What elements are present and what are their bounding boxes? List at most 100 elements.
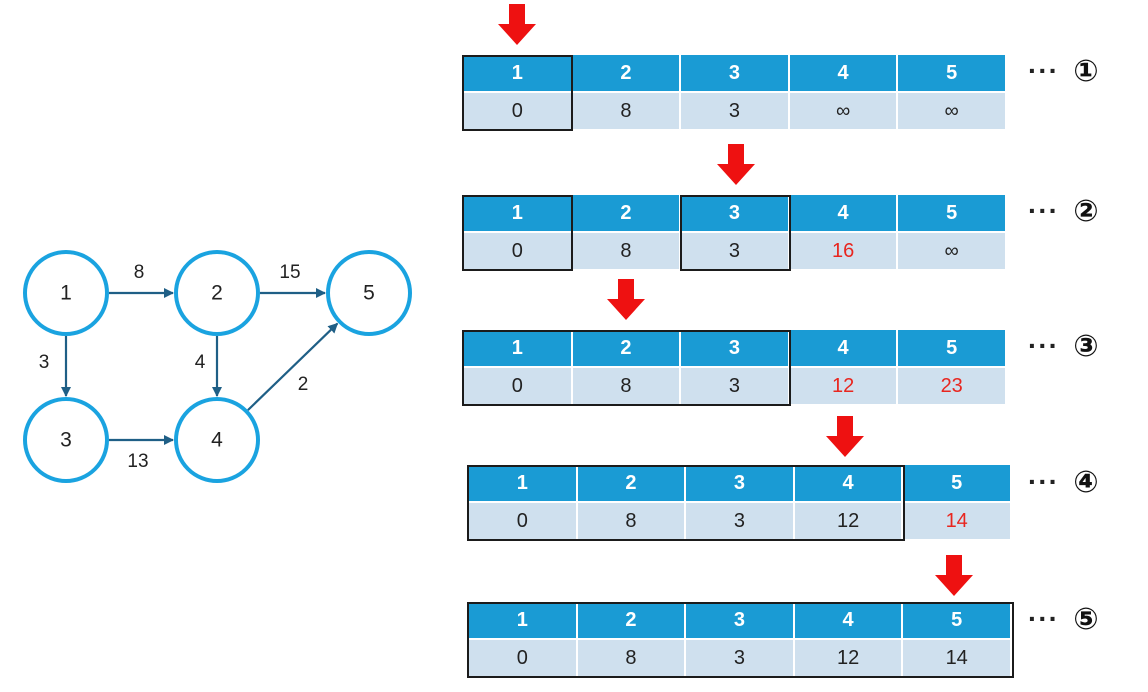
step-number: ④ [1073, 464, 1099, 500]
distance-cell-node-2: 8 [570, 366, 682, 404]
ellipsis: ··· [1028, 55, 1059, 86]
column-header-node-2: 2 [570, 195, 682, 232]
node-label: 2 [211, 282, 223, 305]
distance-cell-node-2: 8 [575, 638, 687, 676]
step-number: ② [1073, 193, 1099, 229]
down-arrow-icon [716, 144, 756, 186]
distance-cell-node-3: 3 [684, 501, 795, 539]
graph-node-2: 2 [174, 250, 260, 336]
graph-node-1: 1 [23, 250, 109, 336]
distance-cell-node-4: 12 [787, 366, 899, 404]
distance-cell-node-1: 0 [467, 501, 578, 539]
node-label: 3 [60, 429, 72, 452]
column-header-node-4: 4 [792, 465, 904, 502]
ellipsis: ··· [1028, 195, 1059, 226]
step-marker: ··· ② [1028, 191, 1101, 231]
distance-cell-node-1: 0 [467, 638, 578, 676]
distance-cell-node-1: 0 [462, 231, 573, 269]
column-header-node-1: 1 [467, 465, 578, 502]
graph-node-3: 3 [23, 397, 109, 483]
node-label: 1 [60, 282, 72, 305]
column-header-node-5: 5 [901, 465, 1012, 502]
distance-cell-node-4: 12 [792, 501, 904, 539]
column-header-node-2: 2 [575, 465, 687, 502]
step-number: ① [1073, 53, 1099, 89]
edge-weight-2-5: 15 [279, 262, 300, 283]
column-header-node-3: 3 [684, 602, 795, 639]
edge-weight-2-4: 4 [195, 352, 206, 373]
ellipsis: ··· [1028, 330, 1059, 361]
distance-cell-node-4: ∞ [787, 91, 899, 129]
distance-cell-node-1: 0 [462, 366, 573, 404]
column-header-node-5: 5 [896, 55, 1007, 92]
column-header-node-2: 2 [570, 55, 682, 92]
distance-cell-node-5: 14 [901, 501, 1012, 539]
step-number: ⑤ [1073, 601, 1099, 637]
distance-cell-node-4: 12 [792, 638, 904, 676]
distance-cell-node-3: 3 [679, 91, 790, 129]
column-header-node-5: 5 [901, 602, 1012, 639]
distance-cell-node-5: ∞ [896, 231, 1007, 269]
column-header-node-2: 2 [570, 330, 682, 367]
edge-4-5 [247, 322, 339, 411]
distance-cell-node-2: 8 [570, 231, 682, 269]
edge-weight-1-2: 8 [134, 262, 145, 283]
column-header-node-5: 5 [896, 195, 1007, 232]
down-arrow-icon [934, 555, 974, 597]
column-header-node-1: 1 [467, 602, 578, 639]
distance-cell-node-1: 0 [462, 91, 573, 129]
column-header-node-3: 3 [679, 55, 790, 92]
step-marker: ··· ⑤ [1028, 599, 1101, 639]
step-marker: ··· ③ [1028, 326, 1101, 366]
graph-node-4: 4 [174, 397, 260, 483]
column-header-node-1: 1 [462, 55, 573, 92]
distance-cell-node-4: 16 [787, 231, 899, 269]
edge-weight-3-4: 13 [127, 451, 148, 472]
node-label: 5 [363, 282, 375, 305]
distance-cell-node-3: 3 [679, 366, 790, 404]
column-header-node-4: 4 [792, 602, 904, 639]
distance-cell-node-2: 8 [575, 501, 687, 539]
column-header-node-3: 3 [679, 195, 790, 232]
column-header-node-3: 3 [684, 465, 795, 502]
down-arrow-icon [825, 416, 865, 458]
node-circle [23, 250, 109, 336]
node-circle [326, 250, 412, 336]
distance-cell-node-3: 3 [679, 231, 790, 269]
step-marker: ··· ① [1028, 51, 1101, 91]
column-header-node-4: 4 [787, 330, 899, 367]
node-label: 4 [211, 429, 223, 452]
column-header-node-4: 4 [787, 195, 899, 232]
node-circle [174, 250, 260, 336]
graph-node-5: 5 [326, 250, 412, 336]
step-number: ③ [1073, 328, 1099, 364]
distance-cell-node-5: ∞ [896, 91, 1007, 129]
column-header-node-3: 3 [679, 330, 790, 367]
column-header-node-1: 1 [462, 195, 573, 232]
distance-cell-node-5: 14 [901, 638, 1012, 676]
step-marker: ··· ④ [1028, 462, 1101, 502]
node-circle [174, 397, 260, 483]
node-circle [23, 397, 109, 483]
column-header-node-5: 5 [896, 330, 1007, 367]
distance-cell-node-5: 23 [896, 366, 1007, 404]
edge-weight-4-5: 2 [298, 374, 309, 395]
edge-weight-1-3: 3 [39, 352, 50, 373]
graph-diagram: 8 3 15 4 13 2 1 2 3 4 5 [23, 250, 412, 483]
column-header-node-1: 1 [462, 330, 573, 367]
ellipsis: ··· [1028, 466, 1059, 497]
column-header-node-4: 4 [787, 55, 899, 92]
ellipsis: ··· [1028, 603, 1059, 634]
